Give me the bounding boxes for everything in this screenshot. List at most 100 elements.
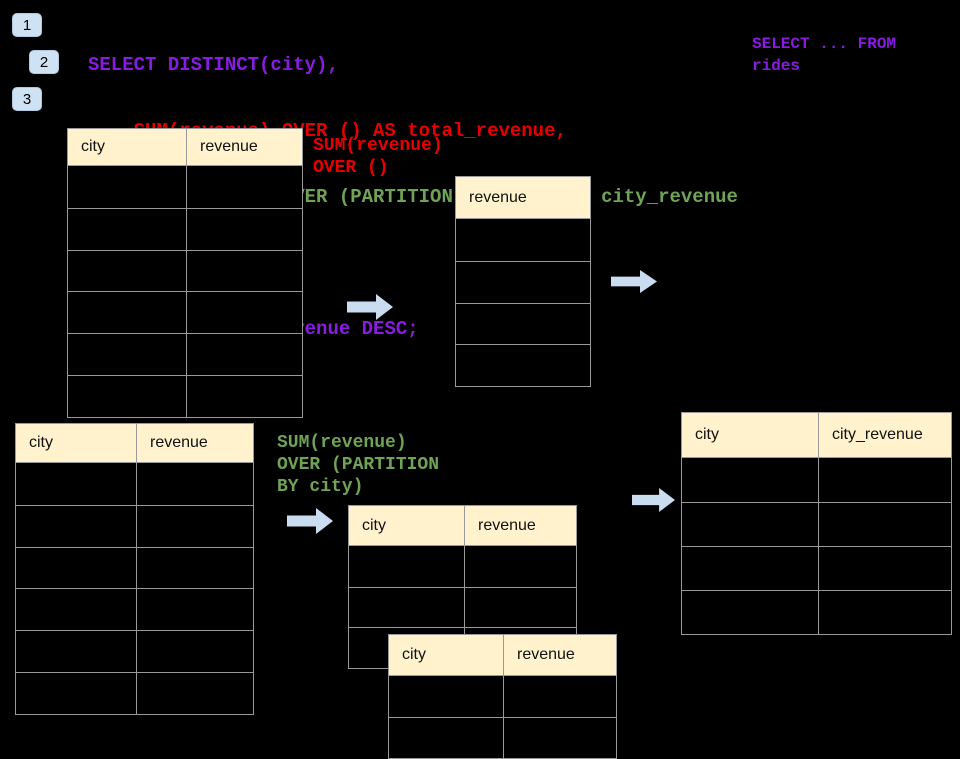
empty-cell	[68, 251, 186, 292]
table-partition-overlap: city revenue	[388, 634, 617, 759]
empty-cell	[503, 718, 616, 758]
empty-cell	[16, 463, 136, 505]
canvas: { "colors": { "background": "#000000", "…	[12, 13, 952, 759]
table-row	[456, 260, 590, 303]
empty-cell	[389, 718, 503, 758]
empty-cell	[682, 458, 818, 502]
column-header: revenue	[464, 506, 576, 545]
table-row	[456, 219, 590, 261]
empty-cell	[349, 546, 464, 587]
step-badge-1: 1	[12, 13, 42, 37]
column-header: city	[695, 426, 719, 443]
empty-cell	[68, 209, 186, 250]
table-row	[16, 630, 253, 672]
right-arrow-icon	[287, 508, 333, 534]
table-row	[682, 590, 951, 634]
table-source-bottom: city revenue	[15, 423, 254, 715]
column-header: city_revenue	[818, 413, 951, 457]
table-row	[68, 249, 302, 292]
empty-cell	[503, 676, 616, 717]
step-badge-3: 3	[12, 87, 42, 111]
right-arrow-icon	[347, 294, 393, 320]
empty-cell	[456, 304, 590, 345]
empty-cell	[136, 589, 253, 631]
table-row	[68, 207, 302, 250]
empty-cell	[682, 503, 818, 546]
empty-cell	[464, 587, 576, 628]
empty-cell	[68, 166, 186, 208]
column-header: city	[29, 434, 53, 451]
empty-cell	[456, 219, 590, 261]
table-row	[389, 717, 616, 758]
empty-cell	[16, 548, 136, 589]
empty-cell	[136, 505, 253, 547]
right-arrow-icon	[611, 270, 657, 293]
empty-cell	[818, 591, 951, 634]
column-header: city	[402, 646, 426, 663]
empty-cell	[186, 334, 302, 375]
empty-cell	[16, 589, 136, 630]
empty-cell	[682, 591, 818, 634]
empty-cell	[68, 334, 186, 375]
table-row	[16, 671, 253, 714]
empty-cell	[818, 503, 951, 546]
empty-cell	[16, 673, 136, 714]
empty-cell	[16, 631, 136, 672]
empty-cell	[68, 292, 186, 333]
table-row	[16, 463, 253, 505]
table-row	[682, 546, 951, 590]
table-partition-intermediate: city revenue	[348, 505, 577, 670]
table-header-row: city revenue	[16, 424, 253, 463]
empty-cell	[818, 547, 951, 590]
table-header-row: city revenue	[389, 635, 616, 676]
right-arrow-icon	[632, 488, 675, 512]
side-note-code: SELECT ... FROM rides	[752, 35, 897, 75]
table-row	[456, 302, 590, 345]
empty-cell	[186, 166, 302, 208]
step-badge-2: 2	[29, 50, 59, 74]
empty-cell	[456, 262, 590, 303]
empty-cell	[186, 208, 302, 250]
empty-cell	[136, 463, 253, 505]
empty-cell	[136, 547, 253, 589]
empty-cell	[136, 672, 253, 714]
column-header: revenue	[136, 424, 253, 462]
table-row	[682, 502, 951, 546]
table-header-row: city revenue	[68, 129, 302, 166]
table-row	[682, 458, 951, 502]
empty-cell	[136, 631, 253, 672]
table-row	[16, 588, 253, 631]
table-row	[16, 546, 253, 589]
empty-cell	[16, 506, 136, 547]
table-row	[349, 546, 576, 587]
column-header: city	[81, 138, 105, 155]
empty-cell	[186, 250, 302, 292]
empty-cell	[186, 292, 302, 334]
table-row	[16, 504, 253, 547]
table-row	[68, 291, 302, 334]
empty-cell	[186, 375, 302, 417]
table-row	[68, 166, 302, 208]
column-header: revenue	[503, 635, 616, 675]
table-header-row: city revenue	[349, 506, 576, 546]
column-header: revenue	[186, 129, 302, 165]
column-header: revenue	[469, 188, 527, 206]
table-row	[68, 333, 302, 375]
table-header-row: revenue	[456, 177, 590, 219]
table-row	[456, 344, 590, 386]
empty-cell	[349, 588, 464, 628]
table-row	[389, 676, 616, 717]
table-source-top: city revenue	[67, 128, 303, 418]
empty-cell	[456, 345, 590, 386]
empty-cell	[682, 547, 818, 590]
empty-cell	[464, 546, 576, 587]
empty-cell	[389, 676, 503, 717]
partition-label: SUM(revenue) OVER (PARTITION BY city)	[277, 433, 440, 497]
empty-cell	[68, 376, 186, 417]
sql-code-line: SELECT DISTINCT(city),	[88, 54, 339, 76]
empty-cell	[818, 458, 951, 502]
table-city-revenue-result: city city_revenue	[681, 412, 952, 635]
table-total-revenue-result: revenue	[455, 176, 591, 388]
table-row	[68, 374, 302, 417]
column-header: city	[362, 516, 386, 534]
